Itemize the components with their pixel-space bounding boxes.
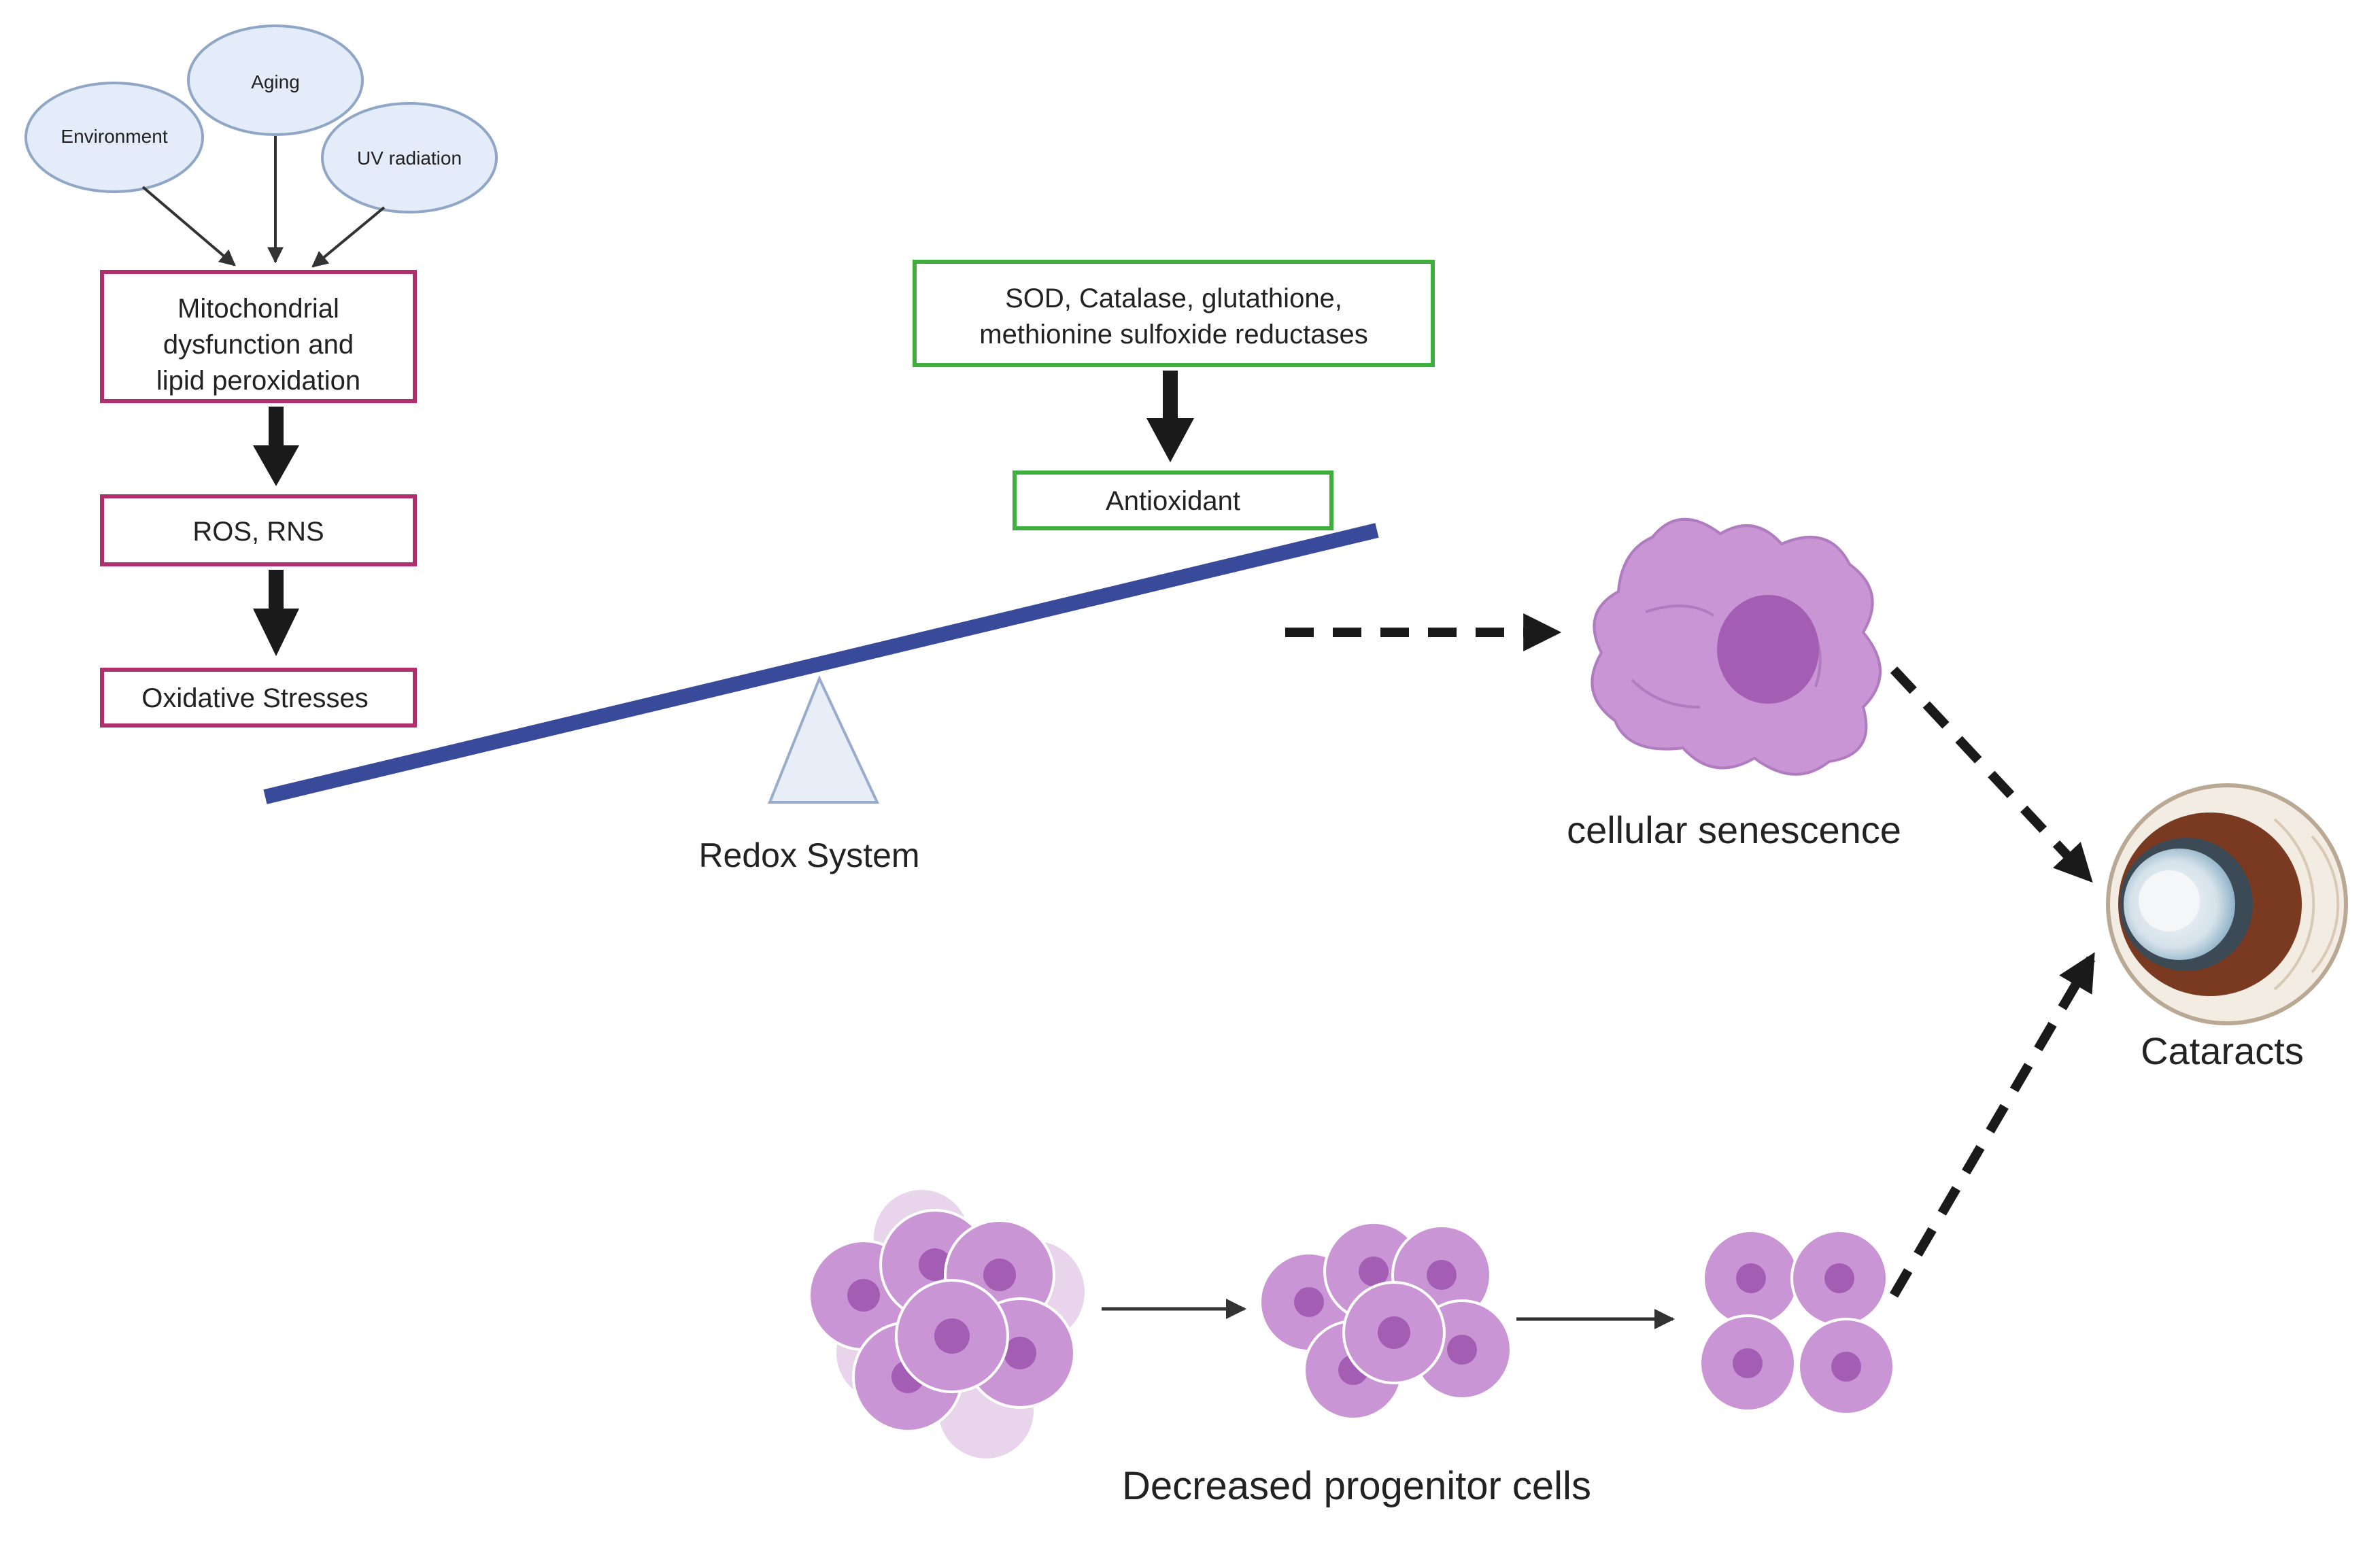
progenitor-cluster-small-icon bbox=[1699, 1229, 1895, 1416]
mito-line-1: Mitochondrial bbox=[177, 294, 339, 324]
ros-rns-box: ROS, RNS bbox=[100, 494, 417, 566]
dashed-arrow-progenitor-to-cataracts bbox=[1889, 952, 2096, 1298]
oxidative-stresses-box: Oxidative Stresses bbox=[100, 668, 417, 728]
oxidative-stresses-label: Oxidative Stresses bbox=[141, 683, 368, 713]
mito-line-3: lipid peroxidation bbox=[156, 366, 360, 396]
progenitor-cluster-medium-icon bbox=[1259, 1221, 1512, 1420]
fulcrum-triangle bbox=[768, 674, 880, 804]
cause-environment-label: Environment bbox=[61, 126, 167, 147]
thick-arrow-ros-to-stress bbox=[253, 570, 299, 656]
cause-uv-label: UV radiation bbox=[357, 148, 462, 169]
mito-line-2: dysfunction and bbox=[163, 330, 354, 360]
antioxidant-label: Antioxidant bbox=[1106, 486, 1240, 516]
cause-uv-radiation: UV radiation bbox=[321, 102, 498, 213]
antioxidant-enzymes-box: SOD, Catalase, glutathione, methionine s… bbox=[913, 260, 1435, 367]
cause-aging: Aging bbox=[187, 24, 364, 136]
redox-balance: Redox System bbox=[263, 523, 1379, 874]
balance-beam bbox=[263, 523, 1379, 804]
ros-rns-label: ROS, RNS bbox=[192, 517, 324, 547]
mitochondrial-dysfunction-box: Mitochondrial dysfunction and lipid pero… bbox=[100, 270, 417, 403]
dashed-arrow-senescence-to-cataracts bbox=[1890, 666, 2093, 883]
progenitor-cluster-large-icon bbox=[808, 1190, 1085, 1458]
antioxidant-box: Antioxidant bbox=[1013, 471, 1333, 530]
enzymes-line-2: methionine sulfoxide reductases bbox=[979, 320, 1367, 349]
senescent-cell-icon bbox=[1591, 517, 1882, 776]
cataracts-label: Cataracts bbox=[2141, 1029, 2304, 1072]
thick-arrow-enzymes-to-antioxidant bbox=[1146, 371, 1194, 462]
arrow-uv-to-mito bbox=[311, 206, 386, 268]
thick-arrow-mito-to-ros bbox=[253, 407, 299, 486]
redox-system-label: Redox System bbox=[698, 836, 919, 874]
cause-environment: Environment bbox=[24, 82, 204, 193]
cause-aging-label: Aging bbox=[251, 71, 300, 92]
enzymes-line-1: SOD, Catalase, glutathione, bbox=[1005, 284, 1342, 313]
decreased-progenitor-label: Decreased progenitor cells bbox=[1122, 1464, 1591, 1508]
arrow-environment-to-mito bbox=[141, 186, 236, 267]
cataract-eye-icon bbox=[2106, 783, 2348, 1025]
cellular-senescence-label: cellular senescence bbox=[1567, 808, 1901, 851]
